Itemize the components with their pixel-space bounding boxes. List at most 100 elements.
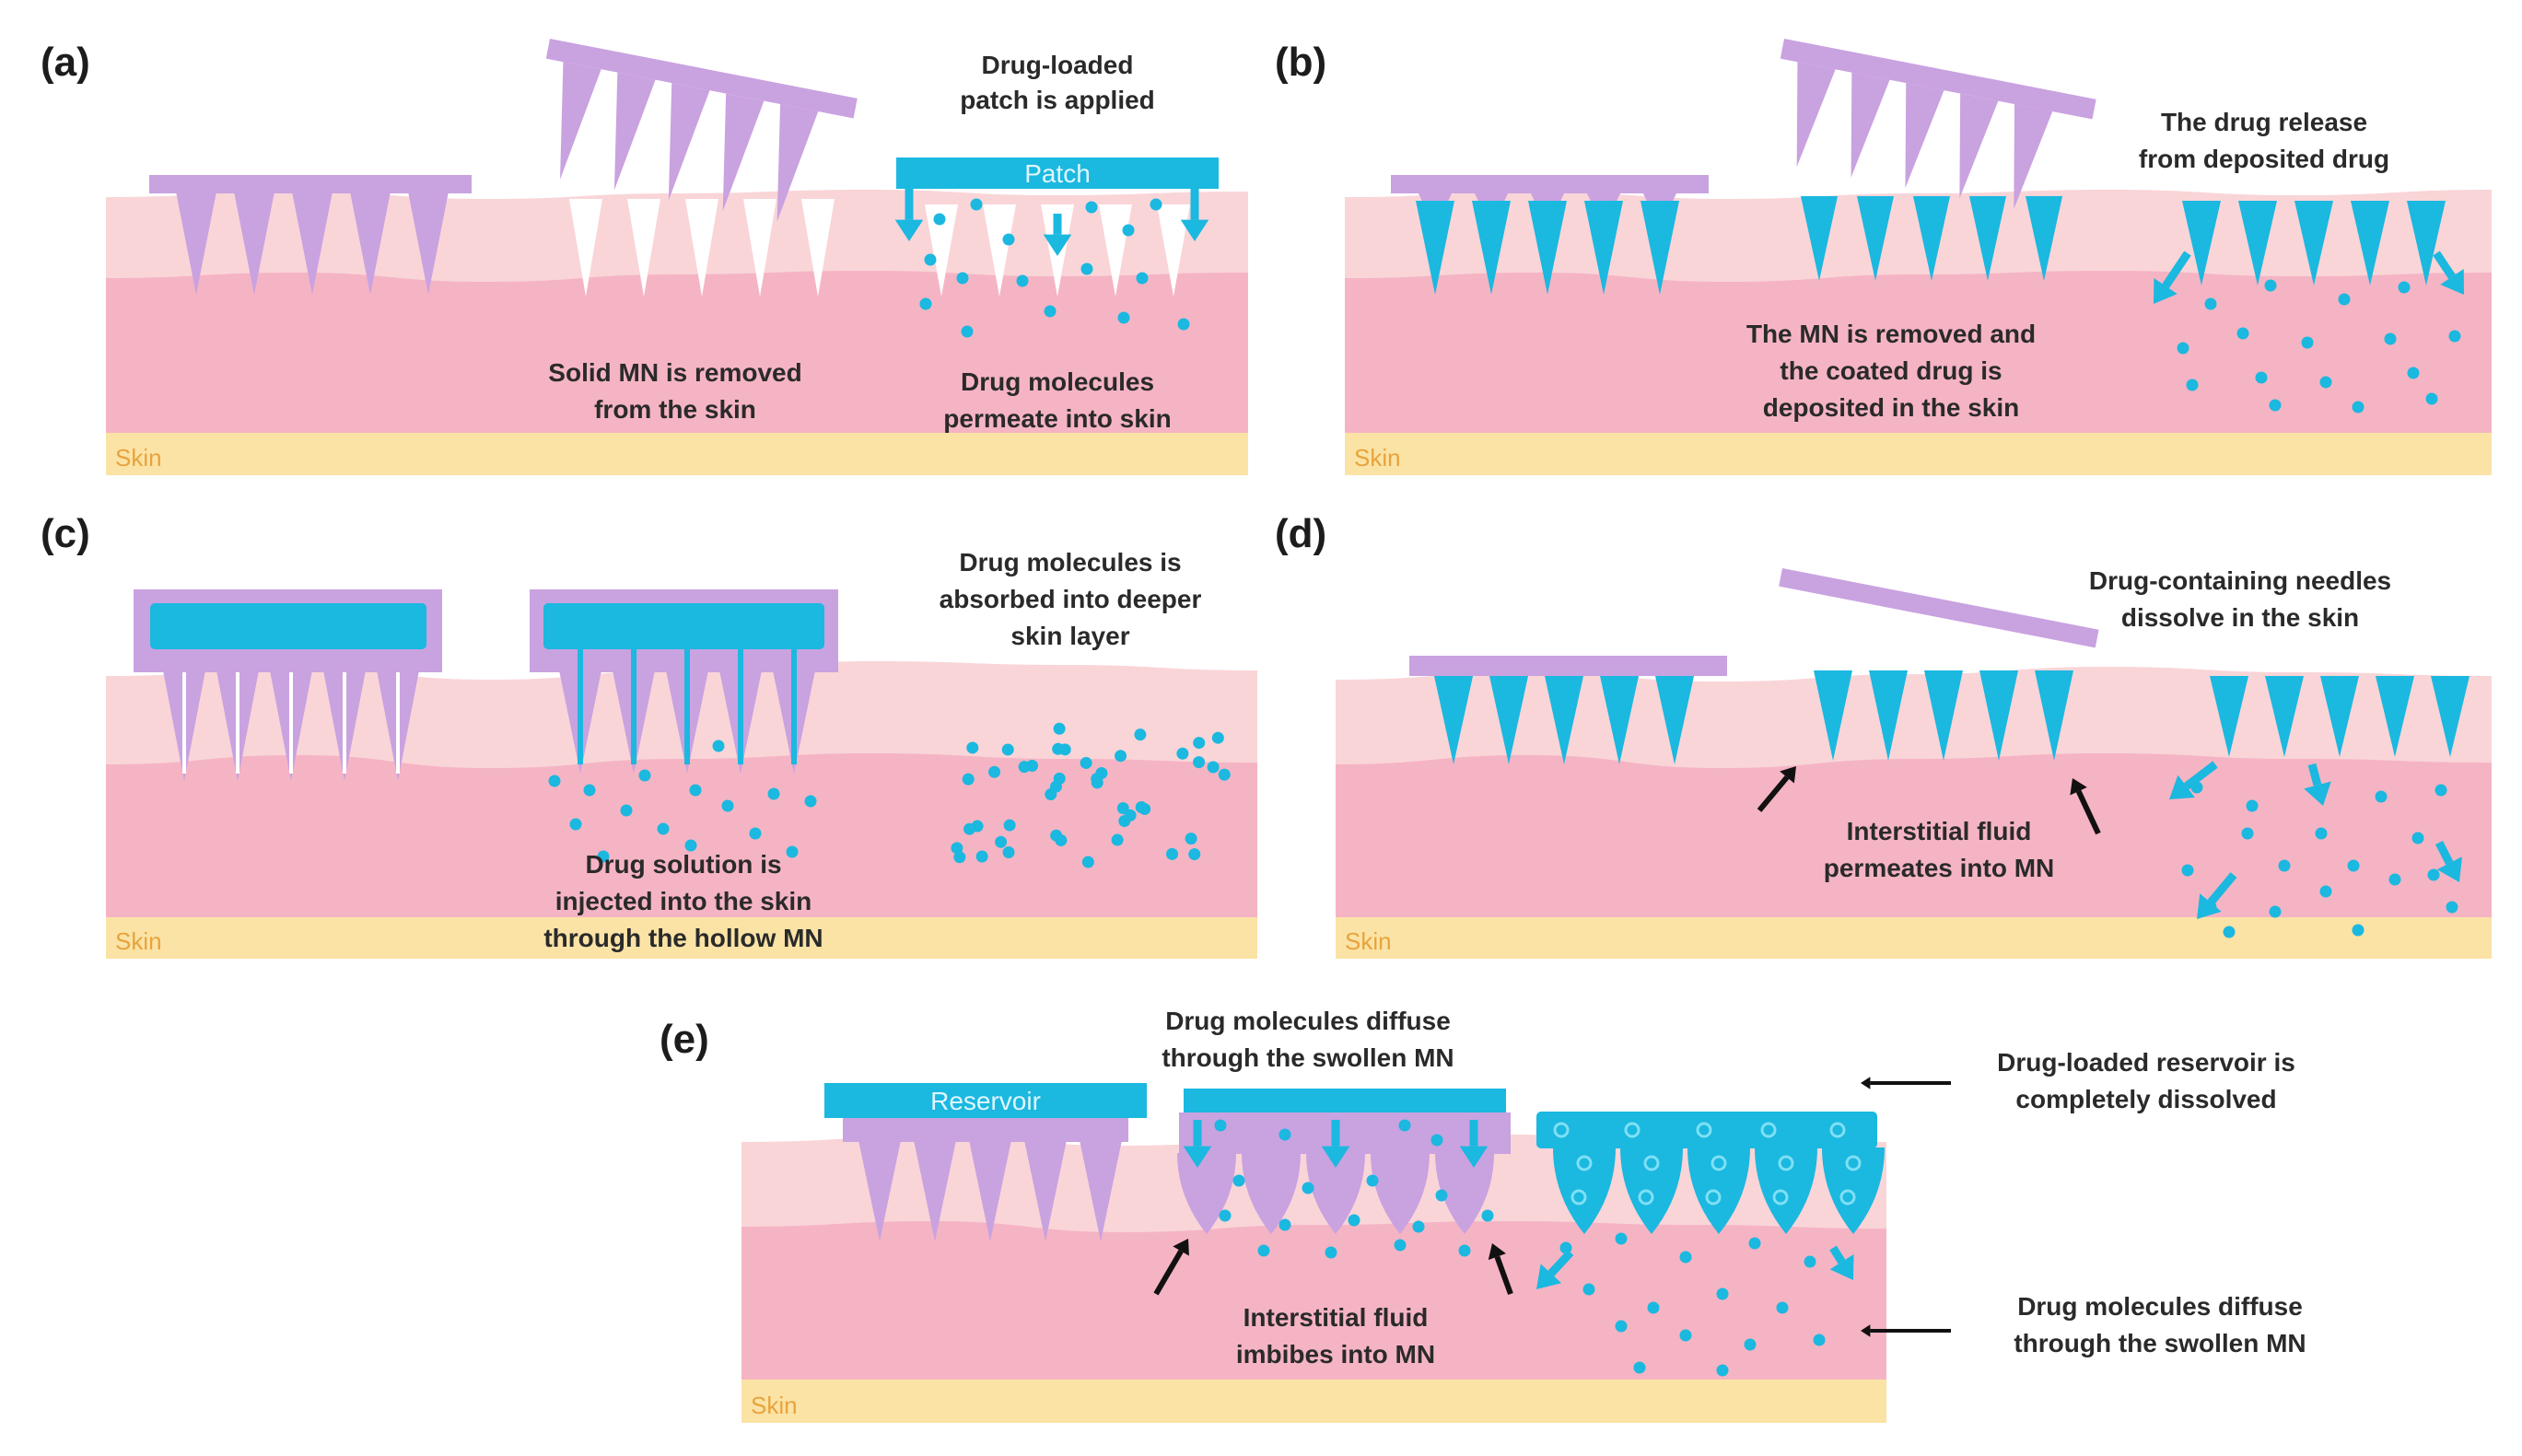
microneedle — [1969, 196, 2006, 281]
drug-molecule — [2264, 279, 2277, 292]
caption-line: through the swollen MN — [1162, 1043, 1454, 1072]
skin-base — [106, 433, 1248, 475]
skin-label: Skin — [1345, 927, 1392, 955]
drug-molecule — [1219, 1209, 1232, 1222]
drug-molecule — [2319, 885, 2332, 898]
microneedle — [1924, 670, 1963, 761]
arrow-head — [2304, 781, 2331, 806]
black-arrow — [1861, 1324, 1951, 1337]
drug-molecule — [2384, 332, 2397, 345]
drug-molecule — [1214, 1119, 1227, 1132]
drug-arrow — [2434, 840, 2462, 882]
drug-molecule — [1716, 1287, 1729, 1300]
caption-line: Drug molecules — [961, 367, 1154, 396]
skin-base — [106, 917, 1257, 959]
caption-line: imbibes into MN — [1236, 1340, 1435, 1369]
drug-molecule — [2278, 859, 2291, 872]
microneedle — [408, 192, 449, 295]
skin-label: Skin — [115, 444, 162, 472]
microneedle — [234, 192, 274, 295]
skin-label: Skin — [751, 1392, 798, 1419]
drug-molecule — [1044, 305, 1057, 318]
drug-molecule — [2255, 371, 2268, 384]
arrow-shaft — [1494, 1255, 1513, 1296]
drug-molecule — [2246, 799, 2259, 812]
arrow-head — [1861, 1324, 1871, 1337]
microneedle — [2026, 196, 2062, 281]
drug-molecule — [1111, 833, 1124, 846]
drug-molecule — [1435, 1189, 1448, 1202]
arrow-head — [2440, 269, 2464, 295]
drug-bubble — [1638, 1189, 1654, 1206]
drug-molecule — [1188, 848, 1201, 861]
drug-molecule — [1185, 833, 1197, 845]
reservoir-label: Reservoir — [930, 1087, 1041, 1115]
drug-molecule — [2223, 926, 2236, 938]
microneedle-layer — [134, 38, 2469, 1241]
drug-molecule — [1398, 1119, 1411, 1132]
drug-molecule — [2236, 327, 2249, 340]
swollen-needle — [1371, 1153, 1430, 1234]
deposited-drug — [1801, 196, 2062, 281]
drug-molecule — [1366, 1174, 1379, 1187]
reservoir — [824, 1083, 1147, 1118]
drug-molecule — [1633, 1361, 1646, 1374]
drug-molecule — [1135, 800, 1148, 813]
drug-bubble — [1696, 1122, 1712, 1138]
microneedle — [1796, 62, 1836, 168]
microneedle — [1600, 676, 1639, 764]
black-arrow — [1861, 1077, 1951, 1089]
drug-molecule — [2181, 864, 2194, 877]
drug-molecule — [1176, 747, 1189, 760]
dissolved-needle — [1620, 1147, 1683, 1234]
micropore — [1157, 204, 1190, 297]
dermis — [1336, 753, 2492, 917]
drug-arrow — [2169, 761, 2218, 799]
micropore — [801, 199, 835, 297]
dermis — [106, 271, 1248, 433]
microneedle — [1080, 1140, 1122, 1241]
arrow-shaft — [2433, 250, 2456, 280]
microneedle — [1857, 196, 1894, 281]
baseplate — [1391, 175, 1709, 193]
drug-molecule — [2427, 868, 2440, 881]
drug-molecule — [1615, 1320, 1628, 1333]
drug-molecule — [583, 784, 596, 797]
drug-molecule — [548, 775, 561, 787]
black-arrow — [1757, 766, 1796, 812]
skin-label: Skin — [115, 927, 162, 955]
drug-arrow — [1180, 189, 1209, 241]
drug-molecule — [2186, 379, 2199, 391]
drug-bubble — [1760, 1122, 1777, 1138]
drug-molecule — [1002, 845, 1015, 858]
deposited-drug — [2182, 201, 2446, 285]
arrow-shaft — [2183, 761, 2218, 790]
caption-line: Interstitial fluid — [1847, 817, 2032, 845]
drug-molecule — [1412, 1220, 1425, 1233]
drug-molecule — [953, 851, 966, 864]
drug-molecule — [620, 804, 633, 817]
dissolved-needle — [1755, 1147, 1817, 1234]
drug-molecule — [975, 850, 988, 863]
drug-molecule — [2434, 784, 2447, 797]
drug-molecule — [767, 787, 780, 800]
microneedle — [2431, 676, 2469, 757]
skin-block — [1345, 190, 2492, 475]
micropore — [983, 204, 1016, 297]
drug-molecule — [689, 784, 702, 797]
drug-molecule — [1117, 311, 1130, 324]
arrow-shaft — [1153, 1249, 1184, 1296]
drug-molecule — [2269, 399, 2282, 412]
drug-molecule — [1776, 1301, 1789, 1314]
drug-molecule — [597, 850, 610, 863]
drug-molecule — [1085, 201, 1098, 214]
drug-molecule — [1813, 1334, 1826, 1346]
drug-molecule — [2448, 330, 2461, 343]
drug-molecule — [2204, 297, 2217, 310]
drug-molecule — [1218, 768, 1231, 781]
microneedle — [1851, 72, 1890, 178]
drug-coated-tips — [1416, 201, 1679, 295]
drug-molecule — [804, 795, 817, 808]
drug-molecule — [1055, 833, 1068, 846]
